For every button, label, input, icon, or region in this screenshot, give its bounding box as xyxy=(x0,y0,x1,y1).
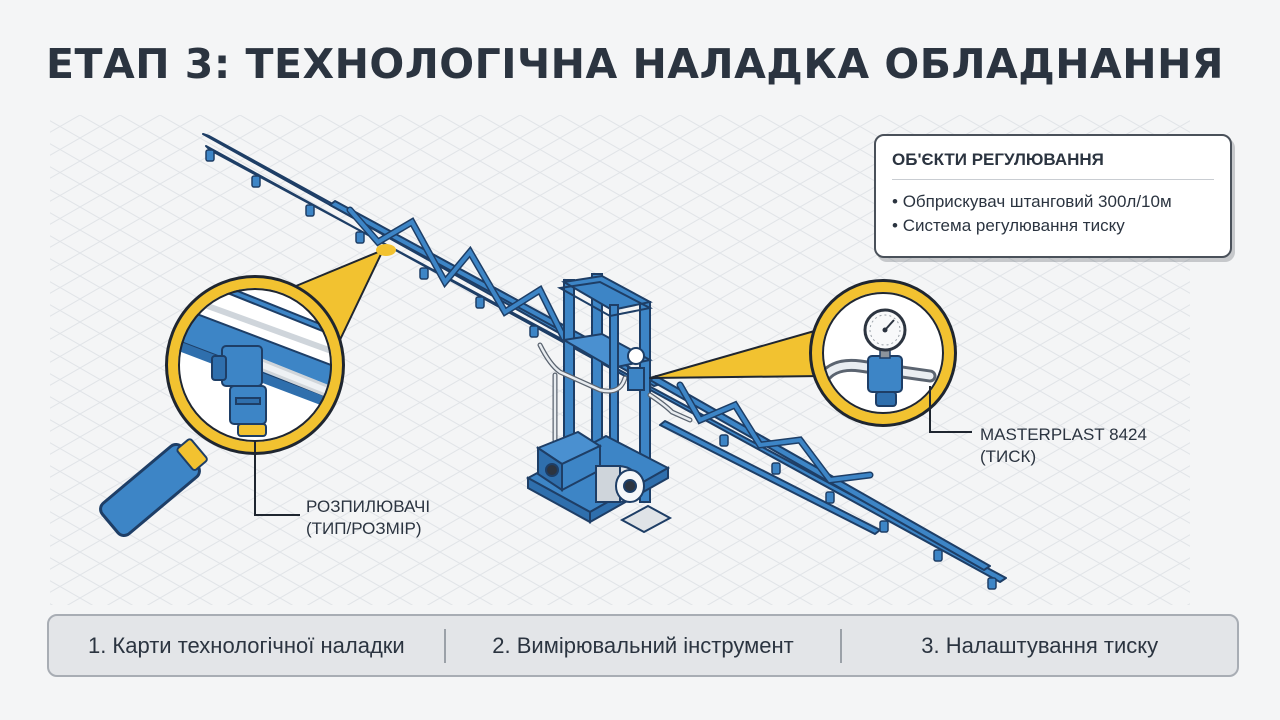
step-item: 3. Налаштування тиску xyxy=(921,632,1159,658)
pump-unit xyxy=(535,430,603,492)
callout-line: (ТИП/РОЗМІР) xyxy=(306,519,422,538)
magnifier-icon xyxy=(99,244,396,537)
callout-line: (ТИСК) xyxy=(980,447,1037,466)
gauge-callout-label: MASTERPLAST 8424 (ТИСК) xyxy=(980,424,1147,468)
panel-list: Обприскувач штанговий 300л/10м Система р… xyxy=(892,190,1214,238)
gauge-leader-line xyxy=(929,386,972,433)
step-item: 2. Вимірювальний інструмент xyxy=(492,632,794,658)
pressure-gauge-icon xyxy=(649,279,957,427)
list-item: Система регулювання тиску xyxy=(892,214,1214,238)
step-item: 1. Карти технологічної наладки xyxy=(87,632,405,658)
frame-gauge xyxy=(627,347,645,391)
motor-unit xyxy=(595,465,645,503)
callout-line: MASTERPLAST 8424 xyxy=(980,425,1147,444)
boom-nozzles xyxy=(205,149,997,590)
steps-bar: 1. Карти технологічної наладки 2. Вимірю… xyxy=(47,614,1239,677)
nozzle-icon xyxy=(211,345,267,437)
adjustment-objects-panel: ОБ'ЄКТИ РЕГУЛЮВАННЯ Обприскувач штангови… xyxy=(874,134,1232,258)
nozzle-callout-label: РОЗПИЛЮВАЧІ (ТИП/РОЗМІР) xyxy=(306,496,430,540)
callout-line: РОЗПИЛЮВАЧІ xyxy=(306,497,431,516)
list-item: Обприскувач штанговий 300л/10м xyxy=(892,190,1214,214)
panel-title: ОБ'ЄКТИ РЕГУЛЮВАННЯ xyxy=(892,150,1214,180)
divider xyxy=(443,628,446,663)
divider xyxy=(840,628,843,663)
page-title: ЕТАП 3: ТЕХНОЛОГІЧНА НАЛАДКА ОБЛАДНАННЯ xyxy=(46,40,1224,88)
nozzle-leader-line xyxy=(254,440,300,516)
